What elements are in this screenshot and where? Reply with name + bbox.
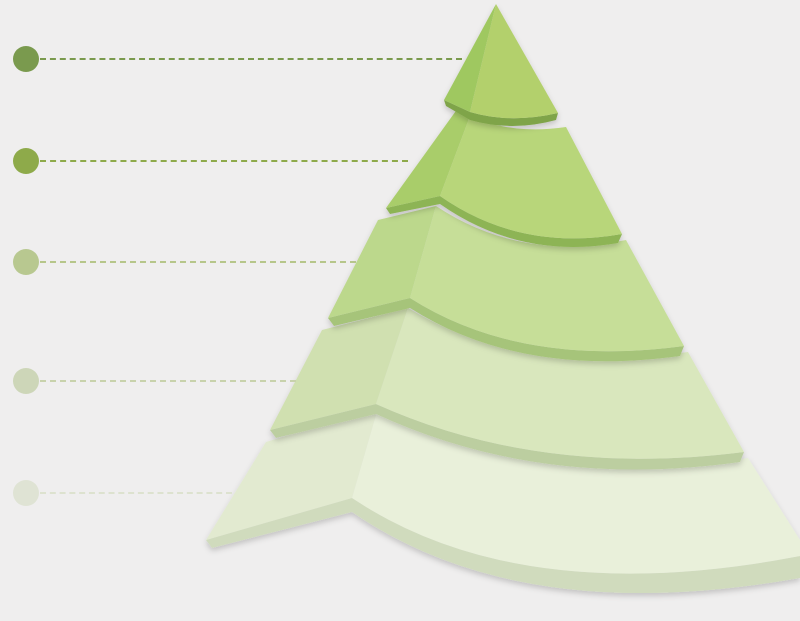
level-3-leader-line bbox=[40, 261, 356, 263]
level-2-leader-line bbox=[40, 160, 408, 162]
level-5-leader-line bbox=[40, 492, 232, 494]
pyramid-tier-5-edge bbox=[206, 498, 800, 594]
pyramid-tier-1-front-face bbox=[470, 4, 558, 119]
level-5-marker-dot bbox=[13, 480, 39, 506]
pyramid-tier-2-edge bbox=[386, 196, 622, 247]
pyramid-tier-4 bbox=[270, 308, 744, 470]
pyramid-tier-2-front-face bbox=[440, 116, 622, 239]
level-1-leader-line bbox=[40, 58, 462, 60]
pyramid-tier-4-edge bbox=[270, 404, 744, 470]
level-1-marker-dot bbox=[13, 46, 39, 72]
pyramid-tier-3-edge bbox=[328, 298, 684, 362]
pyramid-tier-2 bbox=[386, 108, 622, 247]
pyramid-tier-5-front-face bbox=[352, 408, 800, 574]
pyramid-tier-2-left-face bbox=[386, 108, 470, 208]
level-3-marker-dot bbox=[13, 249, 39, 275]
pyramid-tier-4-front-face bbox=[376, 308, 744, 459]
level-4-marker-dot bbox=[13, 368, 39, 394]
level-4-leader-line bbox=[40, 380, 296, 382]
pyramid-tier-5-left-face bbox=[206, 408, 378, 540]
pyramid-tier-3-left-face bbox=[328, 206, 436, 318]
pyramid-tier-4-left-face bbox=[270, 308, 408, 430]
pyramid-tier-5 bbox=[206, 408, 800, 594]
level-2-marker-dot bbox=[13, 148, 39, 174]
pyramid-tier-1 bbox=[444, 4, 558, 126]
pyramid-tier-1-left-face bbox=[444, 4, 496, 112]
pyramid-tier-1-edge bbox=[444, 100, 558, 126]
